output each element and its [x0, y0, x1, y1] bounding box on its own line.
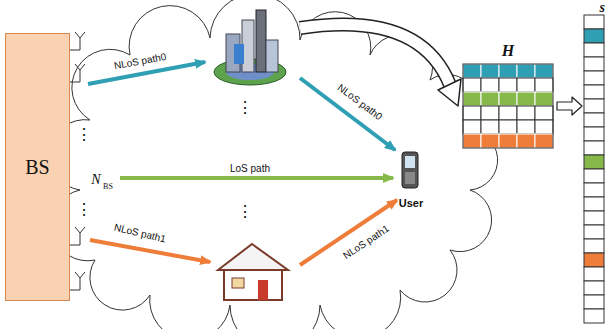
- signal-vector: s: [581, 0, 606, 325]
- path-label: NLoS path1: [340, 222, 392, 262]
- ellipsis-dots: ⋮: [75, 201, 93, 219]
- matrix-cell: [463, 92, 481, 106]
- nlos-path0-arrow: [300, 78, 395, 150]
- node-text: H: [501, 42, 515, 60]
- channel-matrix: H: [460, 42, 556, 152]
- matrix-cell: [535, 134, 553, 148]
- vector-cell: [584, 15, 604, 29]
- path-label: NLoS path0: [335, 81, 385, 123]
- user-label: User: [398, 197, 424, 209]
- matrix-cell: [517, 64, 535, 78]
- matrix-cell: [517, 78, 535, 92]
- vector-cell: [584, 71, 604, 85]
- ellipsis-dots: ⋮: [236, 203, 254, 221]
- matrix-cell: [481, 78, 499, 92]
- matrix-cell: [481, 134, 499, 148]
- ellipsis-dots: ⋮: [75, 126, 93, 144]
- vector-cell: [584, 197, 604, 211]
- matrix-cell: [463, 64, 481, 78]
- matrix-cell: [499, 64, 517, 78]
- matrix-cell: [481, 64, 499, 78]
- nlos-path1-arrow: [300, 200, 397, 265]
- vector-cell: [584, 155, 604, 169]
- node-text: BS: [24, 156, 50, 178]
- vector-cell: [584, 309, 604, 323]
- vector-cell: [584, 253, 604, 267]
- matrix-cell: [481, 106, 499, 120]
- matrix-cell: [517, 120, 535, 134]
- curved-arrow: [300, 25, 461, 106]
- path-label: NLoS path1: [112, 221, 168, 244]
- matrix-cell: [535, 78, 553, 92]
- matrix-cell: [535, 120, 553, 134]
- matrix-cell: [463, 134, 481, 148]
- los-path-arrow: [120, 176, 393, 180]
- antenna-count-symbol: N: [90, 172, 101, 187]
- nlos-path1-arrow: [90, 240, 210, 262]
- node-text: s: [599, 0, 606, 15]
- matrix-cell: [499, 120, 517, 134]
- matrix-cell: [463, 120, 481, 134]
- vector-cell: [584, 43, 604, 57]
- vector-cell: [584, 99, 604, 113]
- matrix-border: [463, 64, 553, 148]
- vector-cell: [584, 239, 604, 253]
- vector-cell: [584, 225, 604, 239]
- vector-cell: [584, 29, 604, 43]
- matrix-cell: [499, 134, 517, 148]
- matrix-cell: [499, 78, 517, 92]
- user-phone: [402, 152, 418, 188]
- matrix-cell: [517, 134, 535, 148]
- matrix-cell: [499, 92, 517, 106]
- matrix-cell: [463, 106, 481, 120]
- block-arrow: [557, 97, 582, 115]
- vector-cells: [584, 15, 604, 323]
- vector-cell: [584, 113, 604, 127]
- cloud-outline: [50, 0, 498, 329]
- matrix-cell: [535, 106, 553, 120]
- vector-cell: [584, 85, 604, 99]
- vector-cell: [584, 57, 604, 71]
- vector-cell: [584, 267, 604, 281]
- matrix-cell: [499, 106, 517, 120]
- vector-cell: [584, 281, 604, 295]
- base-station-box: BS: [5, 33, 70, 301]
- matrix-cell: [517, 106, 535, 120]
- matrix-cell: [535, 92, 553, 106]
- matrix-cell: [517, 92, 535, 106]
- vector-cell: [584, 127, 604, 141]
- matrix-cell: [481, 120, 499, 134]
- matrix-cell: [535, 64, 553, 78]
- path-label: LoS path: [229, 163, 271, 174]
- house-icon: [218, 244, 288, 300]
- vector-cell: [584, 295, 604, 309]
- matrix-cell: [463, 78, 481, 92]
- matrix-grid: [463, 64, 553, 148]
- building-icon: [214, 10, 286, 85]
- ellipsis-dots: ⋮: [236, 99, 254, 117]
- vector-cell: [584, 141, 604, 155]
- vector-cell: [584, 211, 604, 225]
- antenna-array: [70, 32, 85, 290]
- vector-cell: [584, 169, 604, 183]
- path-label: NLoS path0: [112, 51, 168, 72]
- vector-cell: [584, 183, 604, 197]
- antenna-count-subscript: BS: [102, 183, 114, 192]
- matrix-cell: [481, 92, 499, 106]
